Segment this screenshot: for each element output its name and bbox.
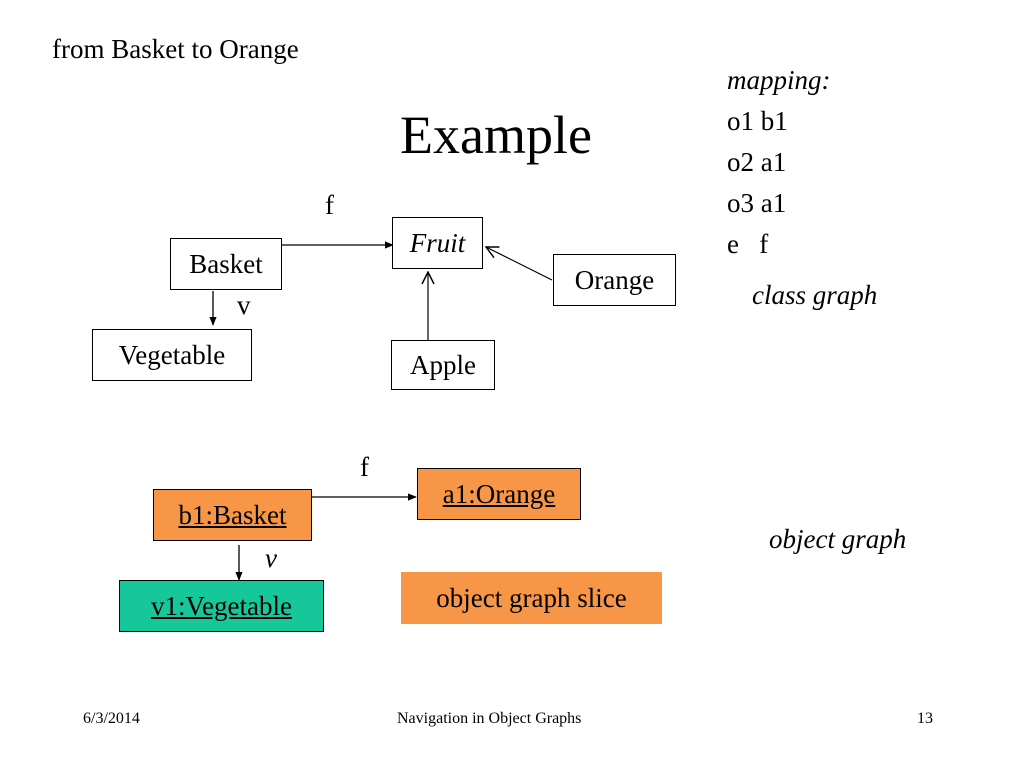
object-node-a1-orange: a1:Orange (417, 468, 581, 520)
edge-orange-fruit-inherit (486, 247, 553, 281)
object-edge-label-f: f (360, 452, 369, 482)
class-node-basket: Basket (170, 238, 282, 290)
slide-subtitle: from Basket to Orange (52, 34, 299, 64)
mapping-line: e f (727, 229, 769, 259)
mapping-line: o3 a1 (727, 188, 787, 218)
class-edge-label-v: v (237, 290, 251, 320)
mapping-line: o1 b1 (727, 106, 788, 136)
object-graph-label: object graph (769, 524, 907, 554)
class-node-vegetable: Vegetable (92, 329, 252, 381)
object-edge-label-v: v (265, 543, 277, 573)
mapping-block: mapping: o1 b1 o2 a1 o3 a1 e f (727, 60, 831, 265)
object-graph-slice-badge: object graph slice (401, 572, 662, 624)
class-node-orange: Orange (553, 254, 676, 306)
footer-title: Navigation in Object Graphs (397, 710, 582, 727)
class-node-fruit: Fruit (392, 217, 483, 269)
mapping-line: o2 a1 (727, 147, 787, 177)
object-node-b1-basket: b1:Basket (153, 489, 312, 541)
slide-title: Example (400, 105, 592, 165)
class-node-apple: Apple (391, 340, 495, 390)
footer-date: 6/3/2014 (83, 710, 140, 727)
class-edge-label-f: f (325, 190, 334, 220)
object-node-v1-vegetable: v1:Vegetable (119, 580, 324, 632)
class-graph-label: class graph (752, 280, 878, 310)
mapping-heading: mapping: (727, 65, 831, 95)
footer-page-number: 13 (917, 710, 933, 727)
